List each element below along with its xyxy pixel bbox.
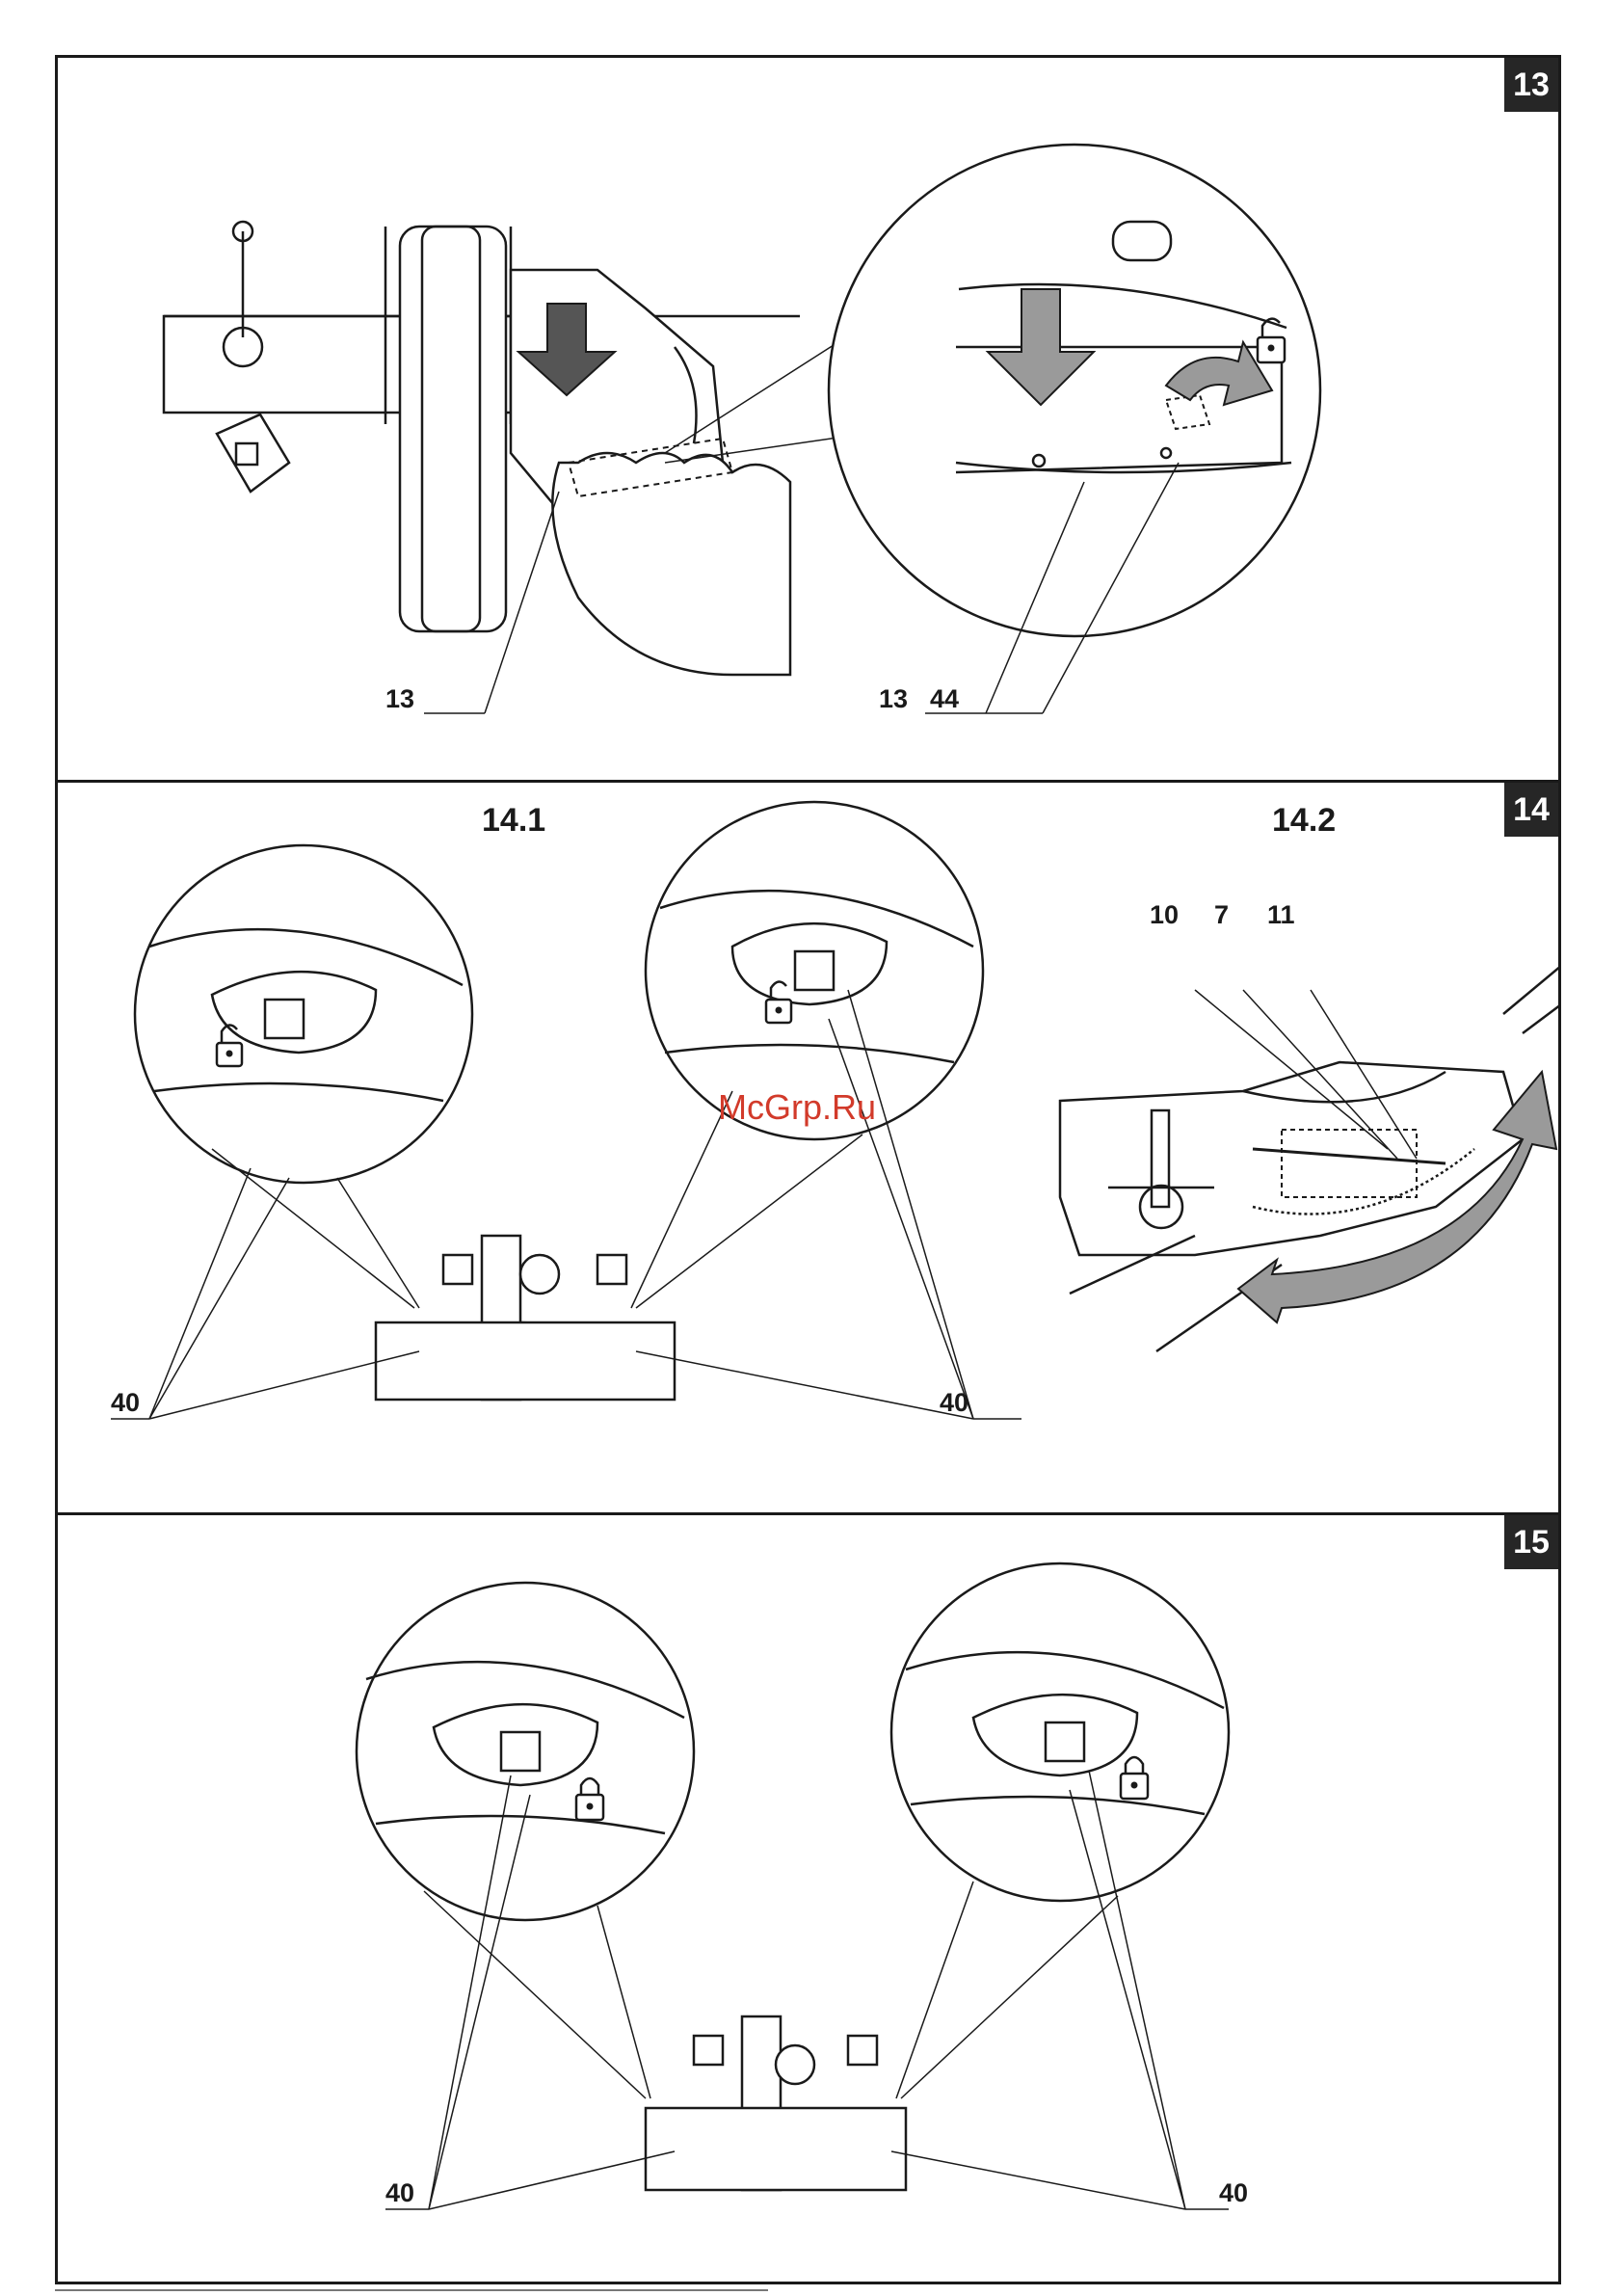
figure-14-illustration [58, 783, 1561, 1515]
callout-44: 44 [930, 684, 959, 714]
figure-15-panel: 15 [55, 1512, 1561, 2284]
footer-rule [55, 2289, 768, 2291]
callout-10: 10 [1150, 900, 1179, 930]
callout-13-zoom: 13 [879, 684, 908, 714]
callout-40-right: 40 [1219, 2178, 1248, 2208]
callout-7: 7 [1214, 900, 1229, 930]
figure-13-illustration [58, 58, 1561, 783]
figure-13-panel: 13 [55, 55, 1561, 783]
callout-40-left: 40 [111, 1388, 140, 1418]
watermark-text: McGrp.Ru [718, 1087, 876, 1128]
callout-40-right: 40 [940, 1388, 968, 1418]
figure-15-illustration [58, 1515, 1561, 2284]
figure-14-panel: 14 14.1 14.2 [55, 780, 1561, 1515]
callout-13: 13 [385, 684, 414, 714]
callout-11: 11 [1267, 900, 1295, 930]
callout-40-left: 40 [385, 2178, 414, 2208]
